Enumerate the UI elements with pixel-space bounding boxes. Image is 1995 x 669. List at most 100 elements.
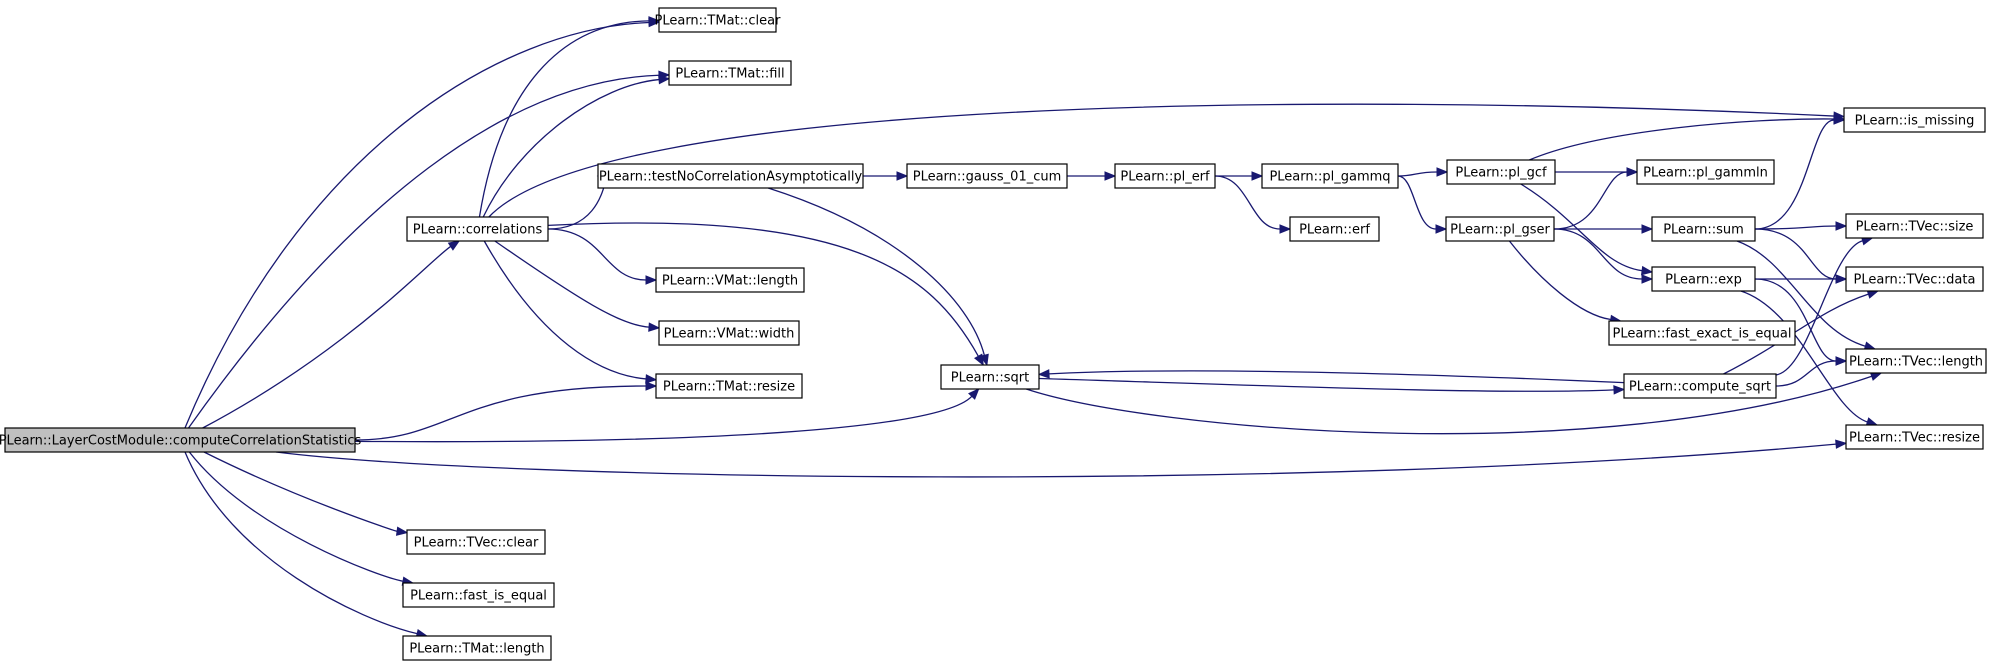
edge-line — [1754, 278, 1837, 362]
node-box — [1623, 373, 1777, 399]
arrowhead — [645, 275, 658, 285]
node-test-nca[interactable]: PLearn::testNoCorrelationAsymptotically — [597, 163, 864, 189]
node-label: PLearn::pl_gser — [1450, 223, 1550, 238]
node-label: PLearn::TVec::resize — [1849, 431, 1980, 446]
edge-root-to-fast_is_equal — [188, 451, 415, 586]
node-sqrt[interactable]: PLearn::sqrt — [940, 364, 1040, 390]
arrowhead — [648, 322, 661, 332]
edge-line — [767, 187, 985, 356]
node-tmat-resize[interactable]: PLearn::TMat::resize — [655, 373, 803, 399]
node-exp[interactable]: PLearn::exp — [1651, 266, 1756, 292]
arrowhead — [1835, 439, 1848, 449]
node-tmat-fill[interactable]: PLearn::TMat::fill — [668, 60, 792, 86]
arrowhead — [1436, 167, 1449, 177]
edge-correlations-to-vmat_length — [547, 228, 658, 285]
arrowhead — [1835, 221, 1848, 231]
node-box — [1843, 107, 1986, 133]
node-label: PLearn::testNoCorrelationAsymptotically — [599, 170, 863, 185]
node-vmat-width[interactable]: PLearn::VMat::width — [658, 320, 800, 346]
node-box — [1845, 266, 1984, 292]
arrowhead — [1641, 274, 1654, 284]
node-label: PLearn::TMat::resize — [663, 380, 795, 395]
edge-correlations-to-tmat_fill — [482, 74, 671, 218]
node-box — [1845, 213, 1984, 239]
arrowhead — [1279, 224, 1292, 234]
node-box — [658, 7, 777, 33]
node-label: PLearn::fast_is_equal — [410, 589, 547, 604]
node-box — [668, 60, 792, 86]
node-tvec-clear[interactable]: PLearn::TVec::clear — [406, 529, 546, 555]
arrowhead — [658, 74, 671, 85]
edge-compute_sqrt-to-tvec_length — [1775, 356, 1848, 387]
edge-line — [184, 451, 418, 635]
node-pl-erf[interactable]: PLearn::pl_erf — [1114, 163, 1216, 189]
node-label: PLearn::VMat::length — [662, 274, 798, 289]
edge-line — [188, 451, 404, 582]
node-erf[interactable]: PLearn::erf — [1289, 216, 1380, 242]
edge-line — [1754, 119, 1835, 230]
node-box — [1289, 216, 1380, 242]
edge-root-to-tmat_resize — [354, 381, 658, 441]
edge-line — [547, 222, 979, 357]
node-box — [4, 427, 356, 453]
edge-pl_gser-to-exp — [1553, 228, 1654, 284]
node-label: PLearn::sqrt — [951, 371, 1029, 386]
node-tvec-size[interactable]: PLearn::TVec::size — [1845, 213, 1984, 239]
node-box — [655, 373, 803, 399]
node-tmat-length[interactable]: PLearn::TMat::length — [402, 635, 552, 661]
node-box — [906, 163, 1068, 189]
node-vmat-length[interactable]: PLearn::VMat::length — [655, 267, 805, 293]
edge-pl_gser-to-sum — [1553, 224, 1654, 234]
edge-line — [1723, 293, 1869, 375]
edge-line — [1754, 228, 1837, 280]
arrowhead — [968, 388, 980, 400]
node-label: PLearn::erf — [1299, 223, 1370, 238]
edge-compute_sqrt-to-sqrt — [1037, 369, 1625, 384]
node-gauss[interactable]: PLearn::gauss_01_cum — [906, 163, 1068, 189]
edge-sum-to-is_missing — [1754, 115, 1846, 230]
node-box — [655, 267, 805, 293]
edge-line — [1508, 240, 1611, 321]
edge-line — [1553, 171, 1628, 230]
edge-line — [184, 21, 650, 429]
node-fast-is-equal[interactable]: PLearn::fast_is_equal — [402, 582, 555, 608]
edge-test_nca-to-sqrt — [767, 187, 989, 367]
arrowhead — [1641, 224, 1654, 234]
edge-line — [1553, 228, 1643, 280]
node-tvec-resize[interactable]: PLearn::TVec::resize — [1845, 424, 1984, 450]
node-label: PLearn::TVec::length — [1849, 355, 1983, 370]
edge-line — [203, 451, 398, 532]
arrowhead — [896, 171, 909, 181]
node-fast-exact[interactable]: PLearn::fast_exact_is_equal — [1608, 320, 1796, 346]
edge-root-to-sqrt — [354, 388, 980, 443]
edge-pl_gcf-to-exp — [1520, 183, 1654, 276]
node-pl-gammln[interactable]: PLearn::pl_gammln — [1636, 159, 1775, 185]
node-pl-gser[interactable]: PLearn::pl_gser — [1445, 216, 1555, 242]
node-pl-gammq[interactable]: PLearn::pl_gammq — [1261, 163, 1399, 189]
node-correlations[interactable]: PLearn::correlations — [406, 216, 549, 242]
node-sum[interactable]: PLearn::sum — [1651, 216, 1756, 242]
node-tvec-length[interactable]: PLearn::TVec::length — [1845, 348, 1987, 374]
node-is-missing[interactable]: PLearn::is_missing — [1843, 107, 1986, 133]
arrowhead — [1869, 371, 1883, 381]
node-tmat-clear[interactable]: PLearn::TMat::clear — [655, 7, 782, 33]
node-compute-sqrt[interactable]: PLearn::compute_sqrt — [1623, 373, 1777, 399]
edge-sum-to-tvec_size — [1754, 221, 1848, 231]
node-box — [1845, 424, 1984, 450]
edge-line — [1529, 118, 1835, 161]
edge-line — [547, 228, 647, 281]
node-pl-gcf[interactable]: PLearn::pl_gcf — [1446, 159, 1556, 185]
edge-line — [1026, 375, 1872, 435]
node-tvec-data[interactable]: PLearn::TVec::data — [1845, 266, 1984, 292]
node-root[interactable]: PLearn::LayerCostModule::computeCorrelat… — [0, 427, 362, 453]
edge-root-to-tmat_length — [184, 451, 429, 639]
edge-line — [483, 240, 647, 380]
arrowhead — [1835, 356, 1848, 366]
node-box — [658, 320, 800, 346]
edge-pl_erf-to-pl_gammq — [1214, 171, 1264, 181]
edge-test_nca-to-gauss — [860, 171, 909, 181]
edge-root-to-tvec_resize — [275, 439, 1848, 478]
edge-line — [1754, 225, 1837, 230]
node-box — [1636, 159, 1775, 185]
